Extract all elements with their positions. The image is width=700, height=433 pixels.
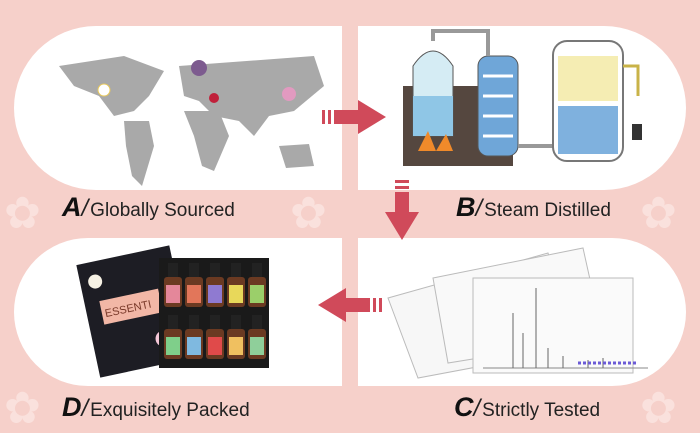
flower-marker-icon: [282, 87, 296, 101]
step-letter: A: [62, 192, 82, 222]
step-slash: /: [81, 395, 89, 422]
bottle-label: [250, 337, 264, 355]
step-label-b: B/Steam Distilled: [456, 192, 611, 223]
rose-marker-icon: [209, 93, 219, 103]
arrow-left-icon: [318, 288, 382, 322]
step-letter: D: [62, 392, 82, 422]
gift-box-illustration: ESSENTI: [76, 245, 269, 378]
panel-exquisitely-packed: ESSENTI: [14, 238, 342, 386]
panel-strictly-tested: [358, 238, 686, 386]
bottle-cap: [231, 263, 241, 277]
step-slash: /: [81, 195, 89, 222]
flower-decoration: ✿: [4, 384, 41, 433]
bottle-cap: [252, 315, 262, 329]
step-text: Steam Distilled: [484, 200, 611, 221]
lavender-marker-icon: [191, 60, 207, 76]
bottle-cap: [168, 263, 178, 277]
flower-decoration: ✿: [290, 189, 327, 238]
arrow-right-icon: [322, 100, 386, 134]
flower-decoration: ✿: [640, 384, 677, 433]
bottle-cap: [210, 263, 220, 277]
bottle-cap: [210, 315, 220, 329]
bottle-label: [208, 285, 222, 303]
bottle-label: [229, 285, 243, 303]
bottle-cap: [189, 315, 199, 329]
bottle-label: [166, 285, 180, 303]
bottle-cap: [252, 263, 262, 277]
bottle-label: [208, 337, 222, 355]
step-text: Exquisitely Packed: [90, 400, 250, 421]
bottle-label: [229, 337, 243, 355]
step-text: Globally Sourced: [90, 200, 235, 221]
flower-decoration: ✿: [640, 189, 677, 238]
distillation-illustration: [403, 29, 642, 166]
flower-marker-icon: [97, 83, 111, 97]
bottle-label: [166, 337, 180, 355]
world-map-illustration: [59, 56, 324, 186]
step-label-a: A/Globally Sourced: [62, 192, 235, 223]
panel-steam-distilled: [358, 26, 686, 190]
bottle-label: [250, 285, 264, 303]
step-label-c: C/Strictly Tested: [454, 392, 600, 423]
step-slash: /: [475, 195, 483, 222]
step-text: Strictly Tested: [482, 400, 601, 421]
step-letter: B: [456, 192, 476, 222]
flower-decoration: ✿: [4, 189, 41, 238]
step-label-d: D/Exquisitely Packed: [62, 392, 250, 423]
arrow-down-icon: [385, 180, 419, 240]
bottle-cap: [168, 315, 178, 329]
bottle-cap: [189, 263, 199, 277]
bottle-label: [187, 285, 201, 303]
bottle-cap: [231, 315, 241, 329]
panel-globally-sourced: [14, 26, 342, 190]
bottle-label: [187, 337, 201, 355]
chromatogram-illustration: [387, 247, 648, 379]
step-slash: /: [473, 395, 481, 422]
step-letter: C: [454, 392, 474, 422]
